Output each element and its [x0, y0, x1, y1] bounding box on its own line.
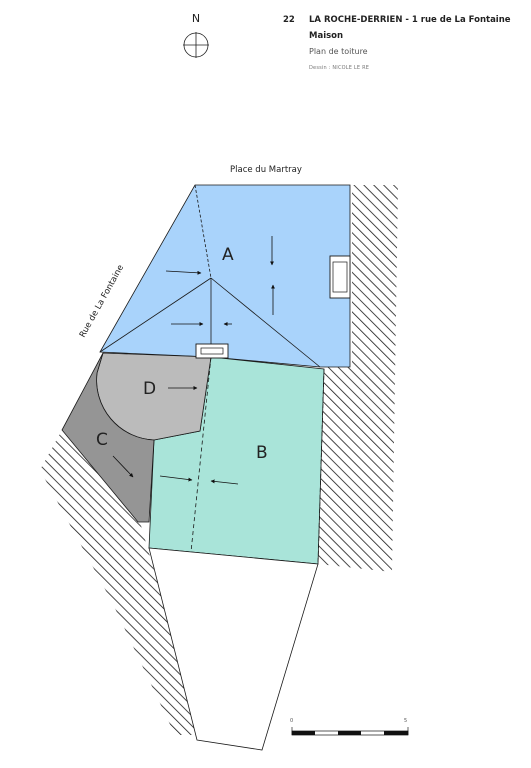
scale-bar-graphic — [291, 727, 409, 736]
roof-zone-c — [61, 352, 155, 523]
compass-icon — [183, 32, 209, 58]
zone-label-b: B — [256, 443, 268, 463]
scale-bar: 0 5 — [290, 718, 410, 740]
north-label: N — [191, 12, 201, 25]
hatched-wall-west — [40, 430, 205, 735]
hatched-wall-east — [318, 185, 398, 572]
document-subtitle: Maison — [309, 31, 344, 41]
roof-lines — [99, 184, 325, 565]
zone-label-c: C — [96, 430, 108, 450]
dormer-east — [329, 255, 351, 299]
zone-label-a: A — [222, 245, 234, 265]
street-label-place-du-martray: Place du Martray — [230, 165, 302, 175]
chimney-a — [195, 343, 229, 359]
courtyard — [148, 547, 319, 751]
plan-type: Plan de toiture — [309, 47, 368, 56]
document-title: LA ROCHE-DERRIEN - 1 rue de La Fontaine — [309, 15, 511, 25]
slope-arrows — [112, 236, 275, 485]
scale-label-end: 5 — [404, 718, 408, 724]
figure-number: 22 — [283, 15, 295, 25]
roof-zone-a — [99, 184, 351, 368]
drawing-credit: Dessin : NICOLE LE RE — [309, 65, 370, 71]
zone-label-d: D — [143, 379, 156, 399]
north-arrow: N — [180, 12, 212, 62]
scale-label-start: 0 — [290, 718, 294, 724]
